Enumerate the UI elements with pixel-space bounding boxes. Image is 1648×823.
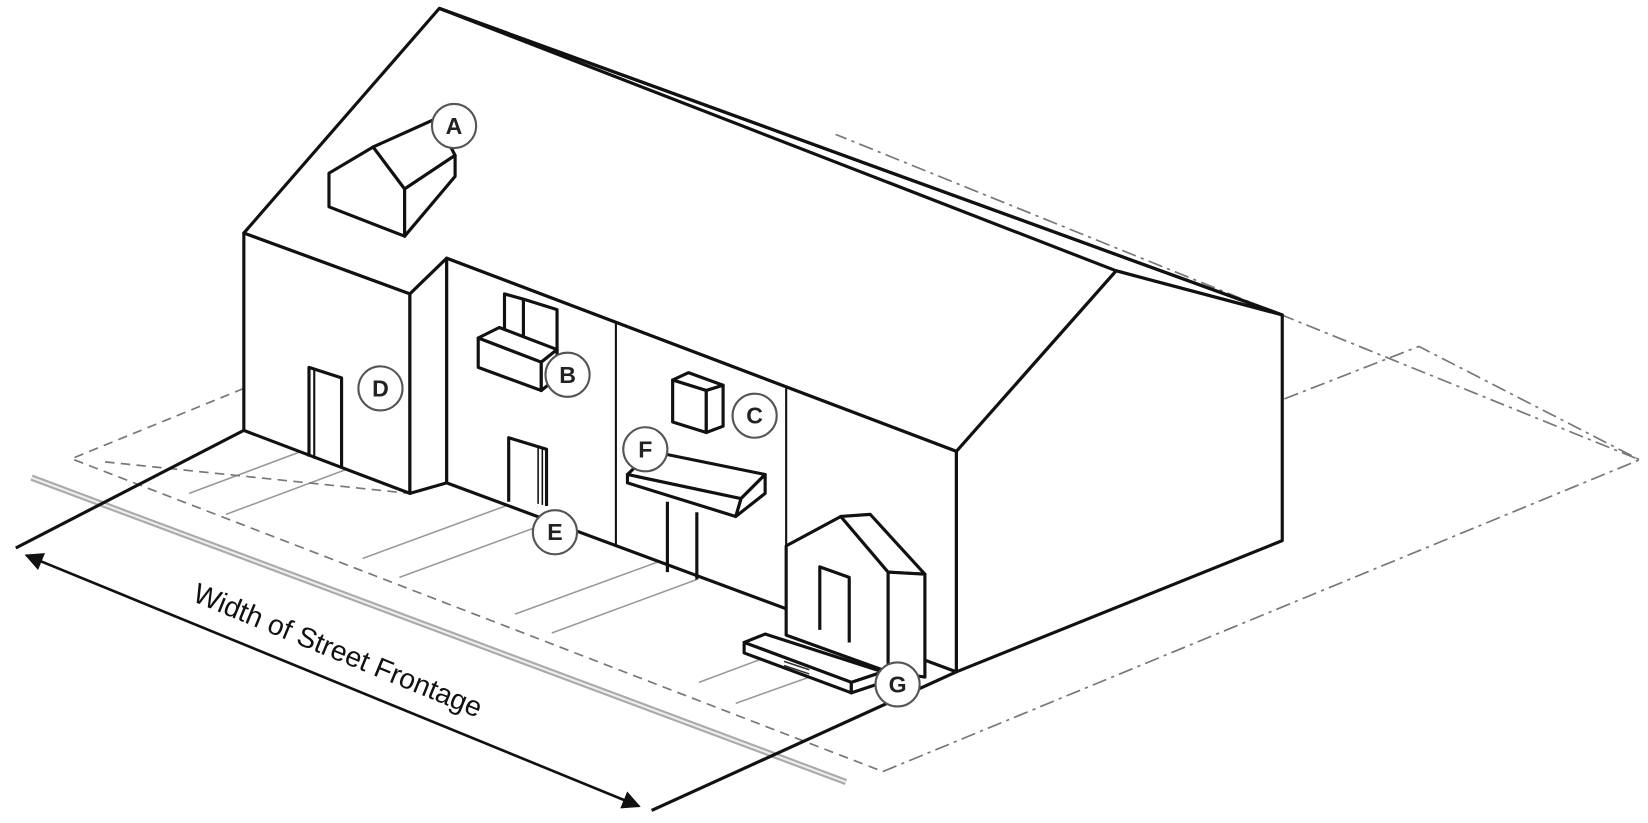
callout-letter: B — [559, 362, 576, 388]
door-d — [307, 365, 344, 468]
callout-g: G — [874, 661, 921, 708]
dimension-arrow — [24, 553, 641, 809]
dimension-label: Width of Street Frontage — [189, 578, 487, 725]
callout-letter: E — [547, 519, 562, 545]
callout-letter: D — [372, 375, 389, 401]
callout-f: F — [622, 426, 669, 473]
porch — [742, 512, 927, 695]
callout-letter: F — [638, 436, 652, 462]
callout-a: A — [430, 102, 478, 150]
callout-b: B — [544, 351, 591, 398]
door-e — [507, 436, 549, 506]
wall-sign — [671, 371, 725, 435]
callout-letter: G — [889, 671, 907, 697]
callout-c: C — [731, 392, 778, 439]
callout-e: E — [531, 509, 579, 556]
callout-d: D — [357, 365, 404, 412]
callout-letter: A — [446, 113, 463, 139]
callout-letter: C — [746, 403, 763, 429]
